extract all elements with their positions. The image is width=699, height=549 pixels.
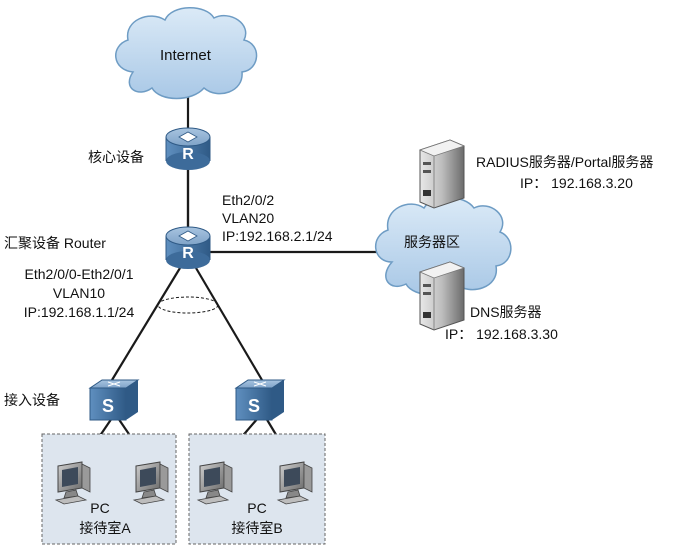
internet-label: Internet xyxy=(160,47,211,64)
core-router-icon: R xyxy=(165,127,211,170)
pc-icon xyxy=(132,461,169,505)
access-switch-a-icon: S xyxy=(88,379,140,421)
agg-up-port-label: Eth2/0/2 xyxy=(222,192,275,208)
pc-icon xyxy=(276,461,313,505)
switch-a-glyph: S xyxy=(102,396,114,416)
room-a-pc-label: PC xyxy=(90,500,110,516)
dns-server-name: DNS服务器 xyxy=(470,304,542,320)
eth-trunk-ellipse xyxy=(157,296,219,314)
agg-router-icon: R xyxy=(165,226,211,269)
access-switch-b-icon: S xyxy=(234,379,286,421)
core-router-glyph: R xyxy=(182,146,194,163)
switch-b-glyph: S xyxy=(248,396,260,416)
internet-cloud-icon xyxy=(115,7,258,100)
agg-router-glyph: R xyxy=(182,245,194,262)
dns-server-icon xyxy=(418,261,466,331)
server-zone-label: 服务器区 xyxy=(404,234,460,250)
access-device-label: 接入设备 xyxy=(4,392,60,408)
radius-server-ip: IP： 192.168.3.20 xyxy=(520,175,633,191)
link-agg-access-a xyxy=(111,267,181,381)
pc-icon xyxy=(196,461,233,505)
dns-server-ip: IP： 192.168.3.30 xyxy=(445,326,558,342)
core-device-label: 核心设备 xyxy=(88,149,144,165)
agg-device-label: 汇聚设备 Router xyxy=(4,235,106,251)
agg-up-ip-label: IP:192.168.2.1/24 xyxy=(222,228,333,244)
agg-down-ip-label: IP:192.168.1.1/24 xyxy=(23,304,135,320)
room-b-pc-label: PC xyxy=(247,500,267,516)
agg-down-vlan-label: VLAN10 xyxy=(52,285,106,301)
radius-server-name: RADIUS服务器/Portal服务器 xyxy=(476,154,654,170)
link-agg-access-b xyxy=(195,267,263,381)
agg-down-port-label: Eth2/0/0-Eth2/0/1 xyxy=(24,266,134,282)
agg-up-vlan-label: VLAN20 xyxy=(222,210,275,226)
room-b-label: 接待室B xyxy=(231,520,283,536)
room-a-label: 接待室A xyxy=(79,520,131,536)
pc-icon xyxy=(54,461,91,505)
radius-server-icon xyxy=(418,139,466,209)
